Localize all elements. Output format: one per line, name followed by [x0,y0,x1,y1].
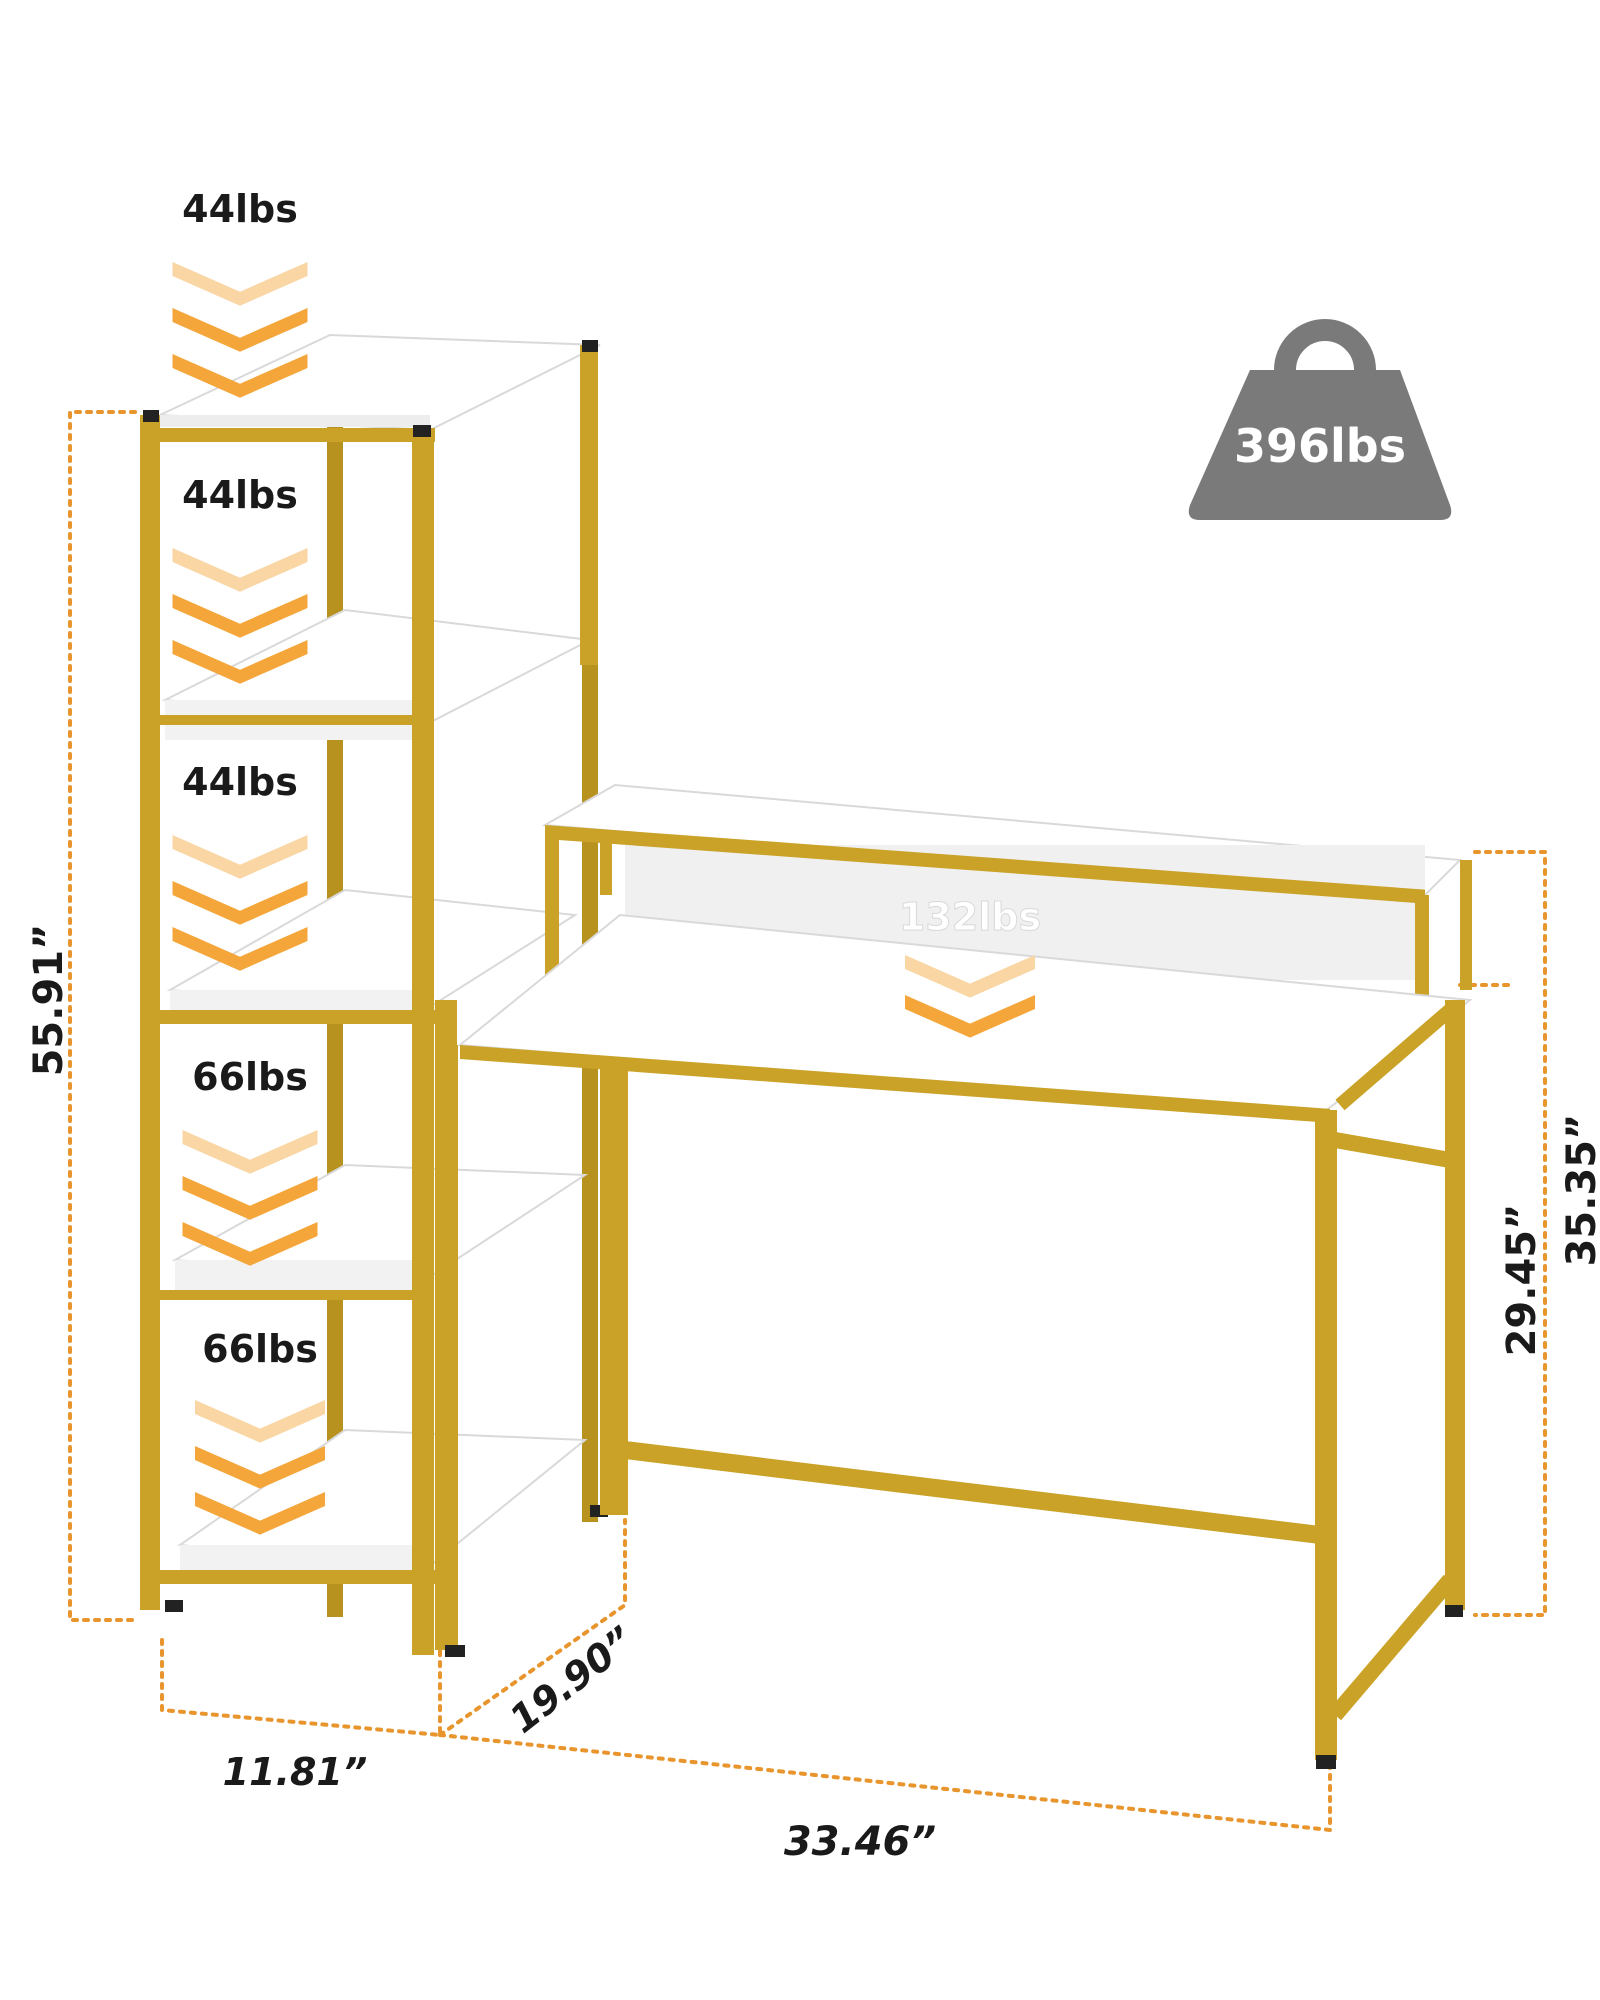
shelf-5-load: 66lbs [202,1327,318,1371]
dimension-lines [68,410,1547,1833]
shelf-2-load: 44lbs [182,473,298,517]
desk-leg-back-right [1445,1000,1465,1610]
shelf-4-load: 66lbs [192,1055,308,1099]
tower-foot-2 [445,1645,465,1657]
hutch-front-rail [545,824,1425,904]
total-capacity-label: 396lbs [1234,419,1406,473]
load-chevron-icon [182,1130,318,1174]
tower-height-line [68,410,137,1622]
load-chevron-icon [172,354,308,398]
shelf-load-labels: 44lbs 44lbs 44lbs 66lbs 66lbs 132lbs [182,187,1041,1371]
load-chevron-icon [182,1176,318,1220]
desk-width-label: 33.46” [784,1819,936,1865]
hutch-post-right-back [1460,860,1472,990]
load-chevron-icon [172,640,308,684]
load-chevron-icon [905,955,1035,998]
desk-leg-back-left [600,1060,628,1515]
load-chevron-icon [195,1446,325,1489]
hutch-post-left [545,830,559,990]
shelf-1-load: 44lbs [182,187,298,231]
tower-rail-bottom [140,1570,435,1584]
load-chevron-icon [195,1492,325,1535]
load-chevron-icon [182,1222,318,1266]
load-chevron-icon [172,308,308,352]
desk-side-diagonal [1335,1004,1455,1111]
tower-cap-2 [413,425,431,437]
desk-top-edge [460,1045,1330,1123]
capacity-badge: 396lbs [1188,319,1452,520]
tower-rail-4 [160,1290,415,1300]
desk-width-line [438,1733,1332,1833]
shelf-3-arrows [172,835,308,971]
desk [440,783,1473,1769]
hutch-height-label: 35.35” [1559,1114,1600,1267]
desk-height-label: 29.45” [1499,1204,1545,1357]
shelf-4-arrows [182,1130,318,1266]
shelf-1-arrows [172,262,308,398]
desk-leg-front-right [1315,1110,1337,1760]
shelf-2-arrows [172,548,308,684]
desk-bottom-rail [623,1441,1322,1544]
tower-rail-2 [160,715,415,725]
load-chevron-icon [905,995,1035,1038]
load-chevron-icon [172,594,308,638]
tower-foot-1 [165,1600,183,1612]
tower-rail-top [140,428,435,442]
tower-top-right-post [580,345,598,665]
tower-width-label: 11.81” [223,1750,368,1794]
tower-height-label: 55.91” [26,924,72,1077]
weight-icon-handle [1274,319,1376,371]
load-chevron-icon [172,881,308,925]
bookshelf-tower [140,333,608,1657]
weight-icon [1188,370,1452,520]
load-arrows [172,262,1035,1535]
desk-foot-1 [1316,1755,1336,1769]
load-chevron-icon [172,262,308,306]
tower-cap-3 [582,340,598,352]
hutch-post-right [1415,895,1429,1005]
hutch-height-line [1473,850,1547,1617]
tower-cap-1 [143,410,159,422]
desk-arrows [905,955,1035,1038]
desk-leg-front-left [440,1045,458,1645]
depth-line [438,1518,627,1737]
tower-rail-3 [140,1010,435,1024]
desk-foot-2 [1445,1605,1463,1617]
load-chevron-icon [195,1400,325,1443]
hutch-post-left-2 [600,835,612,895]
tower-shelf-1-edge [160,415,430,427]
desk-side-rail-bottom [1328,1574,1457,1721]
depth-label: 19.90” [501,1618,642,1742]
desk-load: 132lbs [899,895,1041,939]
tower-front-post-right [412,430,434,1655]
shelf-3-load: 44lbs [182,760,298,804]
load-chevron-icon [172,548,308,592]
load-chevron-icon [172,835,308,879]
load-chevron-icon [172,927,308,971]
desk-side-rail-top [1333,1132,1452,1168]
tower-width-line [160,1628,442,1738]
shelf-5-arrows [195,1400,325,1535]
